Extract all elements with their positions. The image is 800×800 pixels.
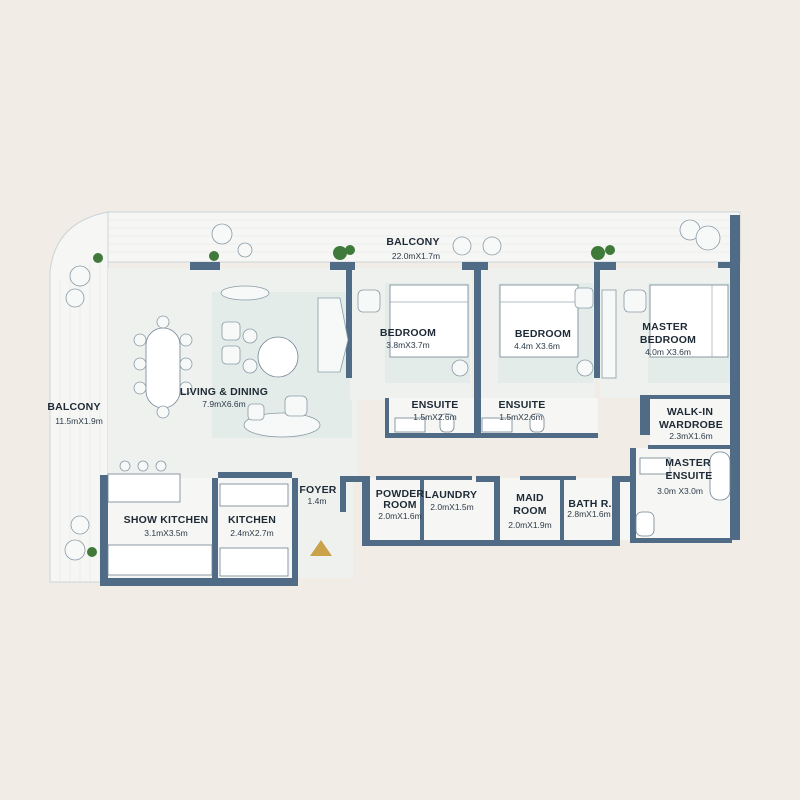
maid-label-1: MAID xyxy=(516,492,544,504)
entrance-triangle-icon xyxy=(310,540,332,556)
bedroom2-label: BEDROOM xyxy=(515,328,571,340)
ensuite-fixtures xyxy=(394,413,545,433)
living-set xyxy=(220,285,349,438)
master-ensuite-fixtures xyxy=(635,451,731,537)
ensuite1-label: ENSUITE xyxy=(412,399,459,411)
master-ensuite-label-2: ENSUITE xyxy=(666,470,713,482)
deck-boards xyxy=(59,219,740,582)
bed-master xyxy=(601,284,729,379)
dining-set xyxy=(133,315,193,419)
living-dim: 7.9mX6.6m xyxy=(202,399,245,409)
walkin-dim: 2.3mX1.6m xyxy=(669,431,712,441)
maid-label-2: ROOM xyxy=(513,505,547,517)
bath-label: BATH R. xyxy=(568,498,611,510)
master-bedroom-label-2: BEDROOM xyxy=(640,334,696,346)
foyer-label: FOYER xyxy=(299,484,336,496)
powder-label-2: ROOM xyxy=(383,499,417,511)
walkin-label-1: WALK-IN xyxy=(667,406,713,418)
walls xyxy=(100,215,740,586)
ensuite1-dim: 1.5mX2.6m xyxy=(413,412,456,422)
bed-2 xyxy=(499,284,594,377)
laundry-dim: 2.0mX1.5m xyxy=(430,502,473,512)
bath-dim: 2.8mX1.6m xyxy=(567,509,610,519)
balcony-top-dim: 22.0mX1.7m xyxy=(392,251,440,261)
kitchen-label: KITCHEN xyxy=(228,514,276,526)
walkin-label-2: WARDROBE xyxy=(659,419,723,431)
master-ensuite-label-1: MASTER xyxy=(665,457,711,469)
balcony-left-deck xyxy=(49,211,109,583)
show-kitchen-island xyxy=(107,460,289,577)
kitchen-dim: 2.4mX2.7m xyxy=(230,528,273,538)
balcony-furniture xyxy=(64,219,721,561)
bedroom1-label: BEDROOM xyxy=(380,327,436,339)
powder-dim: 2.0mX1.6m xyxy=(378,511,421,521)
foyer-dim: 1.4m xyxy=(308,496,327,506)
show-kitchen-dim: 3.1mX3.5m xyxy=(144,528,187,538)
master-bedroom-dim: 4.0m X3.6m xyxy=(645,347,691,357)
master-ensuite-dim: 3.0m X3.0m xyxy=(657,486,703,496)
ensuite2-dim: 1.5mX2.6m xyxy=(499,412,542,422)
balcony-left-dim: 11.5mX1.9m xyxy=(55,416,103,426)
bedroom2-dim: 4.4m X3.6m xyxy=(514,341,560,351)
bedroom1-dim: 3.8mX3.7m xyxy=(386,340,429,350)
show-kitchen-label: SHOW KITCHEN xyxy=(124,514,209,526)
balcony-left-label: BALCONY xyxy=(47,401,100,413)
powder-label-1: POWDER xyxy=(376,488,425,500)
plant-icon xyxy=(87,245,615,557)
room-labels: BALCONY 22.0mX1.7m BALCONY 11.5mX1.9m LI… xyxy=(47,236,723,538)
master-bedroom-label-1: MASTER xyxy=(642,321,688,333)
balcony-top-label: BALCONY xyxy=(386,236,439,248)
ensuite2-label: ENSUITE xyxy=(499,399,546,411)
laundry-label: LAUNDRY xyxy=(425,489,477,501)
walkin-floor xyxy=(650,398,732,448)
maid-dim: 2.0mX1.9m xyxy=(508,520,551,530)
living-label: LIVING & DINING xyxy=(180,386,268,398)
bed-1 xyxy=(357,284,469,377)
